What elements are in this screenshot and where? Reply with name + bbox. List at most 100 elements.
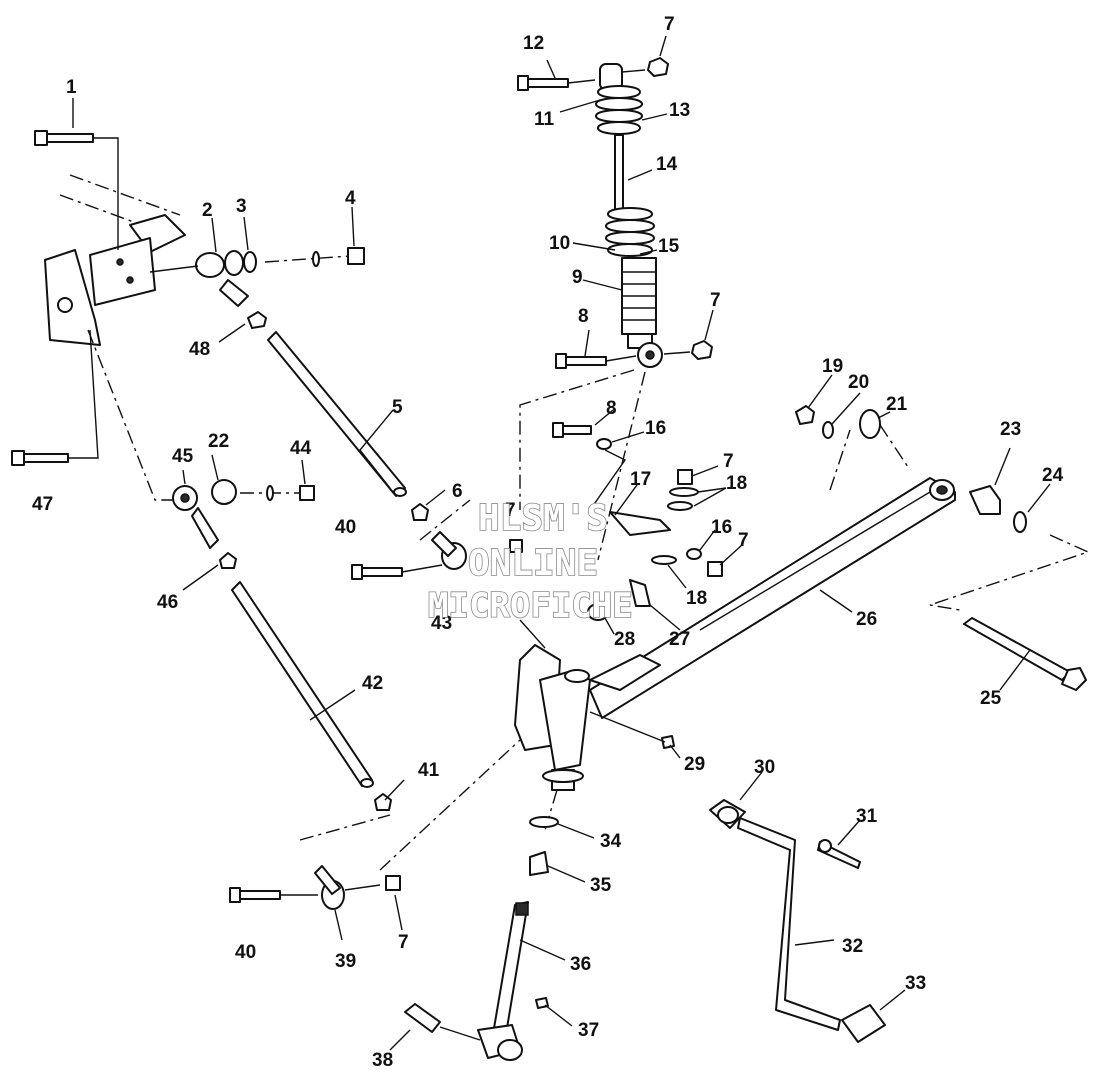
callout-7-arm: 7 <box>723 451 734 472</box>
callout-28: 28 <box>614 629 635 650</box>
washer-16-lower <box>686 548 702 560</box>
tie-rod-5 <box>267 331 407 497</box>
callout-2: 2 <box>202 200 213 221</box>
callout-30: 30 <box>754 757 775 778</box>
callout-15: 15 <box>658 236 680 257</box>
callout-40-upper: 40 <box>335 517 356 538</box>
washer-3 <box>243 251 257 273</box>
watermark-line-3: MICROFICHE <box>428 586 633 626</box>
bolt-8-upper-head <box>552 422 564 438</box>
callout-4: 4 <box>345 188 356 209</box>
steering-post <box>514 603 661 791</box>
callout-8-shock: 8 <box>578 306 589 327</box>
callout-3: 3 <box>236 196 247 217</box>
rod-end-39 <box>314 865 345 910</box>
callout-45: 45 <box>172 446 194 467</box>
callout-46: 46 <box>157 592 178 613</box>
callout-11: 11 <box>534 109 555 130</box>
bolt-47 <box>11 329 99 466</box>
callout-37: 37 <box>578 1020 599 1041</box>
nut-4 <box>347 247 365 265</box>
washer-16-upper <box>596 438 612 450</box>
callout-numbers: 1 2 3 4 5 6 7 7 7 7 7 7 8 8 9 10 11 12 1… <box>32 14 1064 1071</box>
grease-fitting-29 <box>661 735 675 749</box>
callout-6: 6 <box>452 481 463 502</box>
callout-38: 38 <box>372 1050 393 1071</box>
callout-48: 48 <box>189 339 210 360</box>
nut-7-arm <box>677 469 693 485</box>
callout-17: 17 <box>630 469 651 490</box>
callout-5: 5 <box>392 397 403 418</box>
callout-18-lower: 18 <box>686 588 707 609</box>
bushing-35 <box>529 851 549 876</box>
pivot-bolt-25 <box>963 617 1087 691</box>
tie-rod-42 <box>231 581 374 788</box>
callout-35: 35 <box>590 875 612 896</box>
washer-18-a <box>669 487 699 497</box>
callout-23: 23 <box>1000 419 1021 440</box>
nut-44 <box>299 485 315 501</box>
bolt-40-upper <box>361 567 403 577</box>
seal-24 <box>1013 511 1027 533</box>
shock-absorber <box>517 57 713 561</box>
nut-19 <box>795 405 815 425</box>
callout-19: 19 <box>822 356 843 377</box>
nut-7-mid <box>509 539 523 553</box>
callout-24: 24 <box>1042 465 1064 486</box>
callout-7-lower: 7 <box>398 932 409 953</box>
bolt-40-lower-head <box>229 887 241 903</box>
callout-16-lower: 16 <box>711 517 732 538</box>
callout-44: 44 <box>290 438 312 459</box>
callout-41: 41 <box>418 760 440 781</box>
callout-16-upper: 16 <box>645 418 666 439</box>
callout-10: 10 <box>549 233 570 254</box>
callout-12: 12 <box>523 33 544 54</box>
bolt-1 <box>34 130 119 250</box>
steering-lever <box>709 799 886 1043</box>
bolt-40-lower <box>239 890 281 900</box>
bolt-40-upper-head <box>351 564 363 580</box>
nut-7-lower <box>385 875 401 891</box>
bolt-8-upper <box>562 425 592 435</box>
callout-34: 34 <box>600 831 622 852</box>
callout-9: 9 <box>572 267 583 288</box>
nut-48 <box>247 311 267 329</box>
retainer-ring <box>312 251 320 267</box>
rod-end-2 <box>149 250 249 307</box>
callout-21: 21 <box>886 394 908 415</box>
washer-18-c <box>651 555 677 565</box>
nut-46 <box>219 552 237 569</box>
bushing-21 <box>859 409 881 439</box>
callout-27: 27 <box>669 629 690 650</box>
callout-39: 39 <box>335 951 356 972</box>
callout-18-upper: 18 <box>726 473 747 494</box>
callout-7-right: 7 <box>738 530 749 551</box>
callout-43: 43 <box>431 613 452 634</box>
callout-leader-lines <box>72 35 1051 1051</box>
part-drawings <box>11 57 1090 1061</box>
steering-spindle-36 <box>477 901 529 1061</box>
nut-7-right <box>707 561 723 577</box>
washer-20 <box>822 421 834 439</box>
callout-47: 47 <box>32 494 53 515</box>
bushing-22 <box>211 479 237 505</box>
callout-36: 36 <box>570 954 591 975</box>
callout-7-mid: 7 <box>505 500 516 521</box>
callout-8-arm: 8 <box>606 398 617 419</box>
watermark-line-2: ONLINE <box>468 543 598 584</box>
bushing-23 <box>969 485 1001 515</box>
steering-arm-26 <box>589 477 956 719</box>
callout-33: 33 <box>905 973 926 994</box>
callout-29: 29 <box>684 754 705 775</box>
pitman-arm-17 <box>609 511 671 607</box>
callout-7-top: 7 <box>664 14 675 35</box>
rod-end-43 <box>431 531 467 570</box>
callout-13: 13 <box>669 100 690 121</box>
washer-18-b <box>667 501 693 511</box>
callout-14: 14 <box>656 154 678 175</box>
callout-22: 22 <box>208 431 229 452</box>
callout-42: 42 <box>362 673 383 694</box>
bushing-38 <box>404 1003 441 1033</box>
callout-7-shock: 7 <box>710 290 721 311</box>
